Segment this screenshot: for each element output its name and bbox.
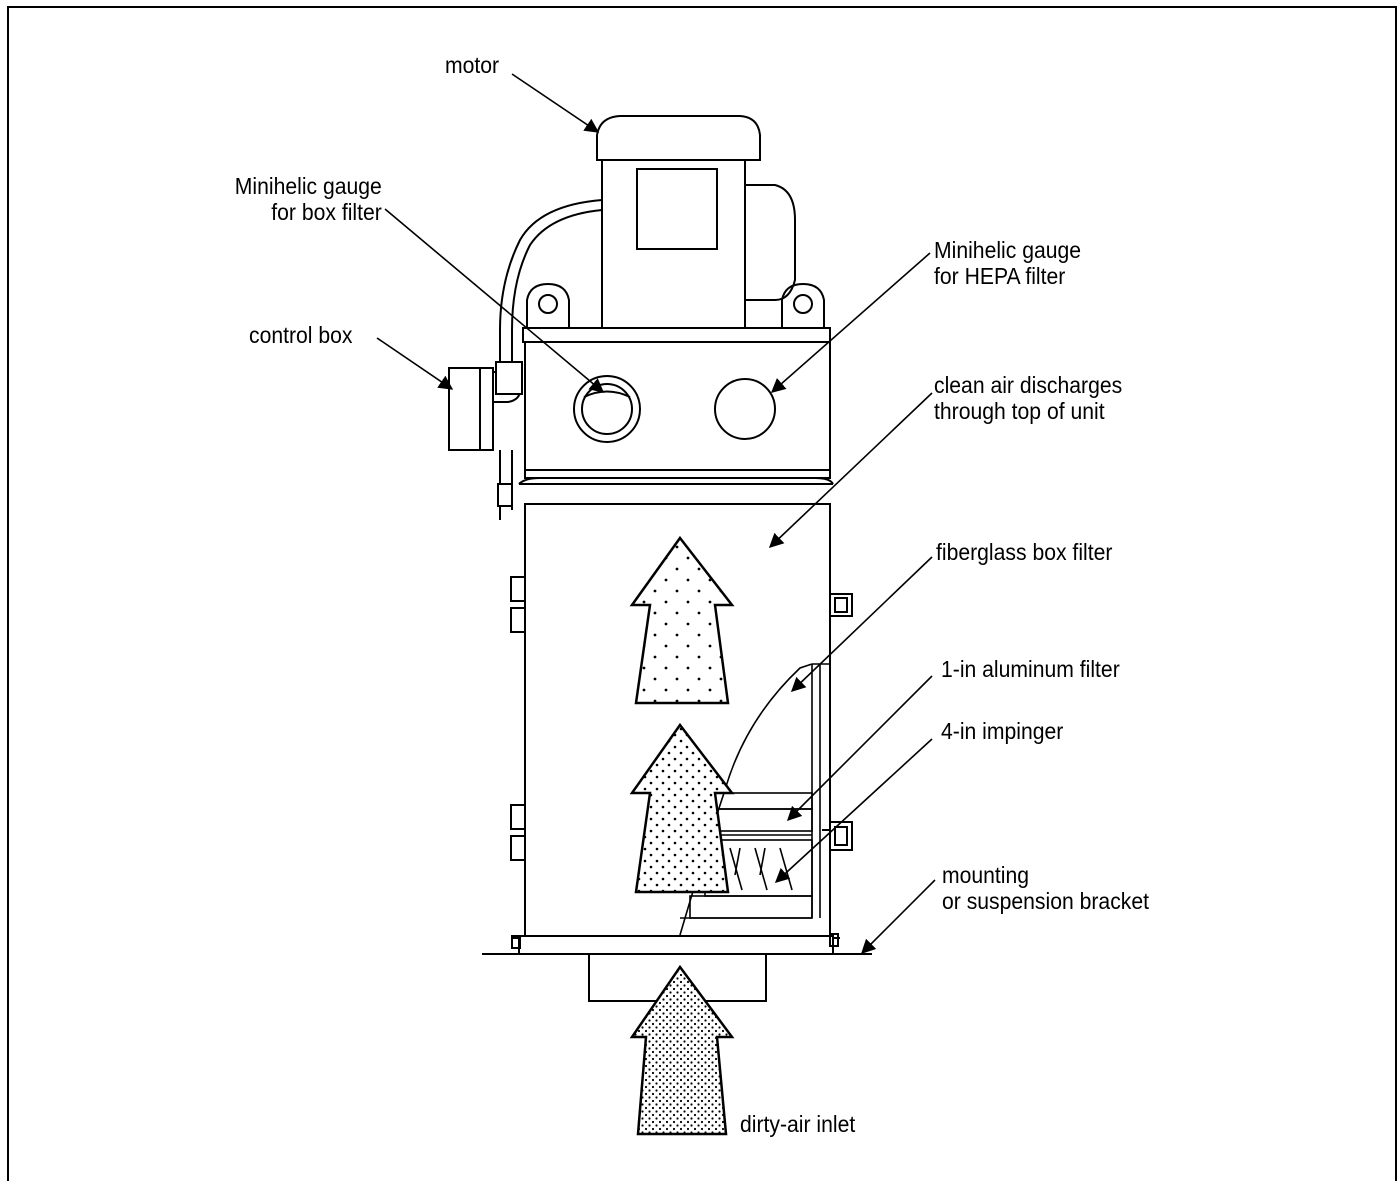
lifting-eye-left xyxy=(526,282,570,328)
leader-control-box xyxy=(376,337,454,390)
leader-gauge-box xyxy=(384,208,605,393)
label-control-box: control box xyxy=(249,322,353,348)
top-housing xyxy=(518,327,834,485)
label-impinger: 4-in impinger xyxy=(941,718,1064,744)
leader-aluminum xyxy=(786,675,933,822)
leader-gauge-hepa xyxy=(770,252,931,393)
gauge-tubing xyxy=(499,199,603,365)
box-filter-gauge xyxy=(573,375,641,443)
leader-motor xyxy=(511,73,600,133)
label-clean-air: clean air discharges through top of unit xyxy=(934,372,1123,424)
label-gauge-hepa-filter: Minihelic gauge for HEPA filter xyxy=(934,237,1082,289)
label-gauge-box-filter: Minihelic gauge for box filter xyxy=(234,173,382,225)
leader-clean-air xyxy=(768,392,933,548)
upper-airflow-arrow xyxy=(629,535,735,705)
lower-airflow-arrow xyxy=(629,964,735,1136)
middle-airflow-arrow xyxy=(629,722,735,894)
label-fiberglass-box-filter: fiberglass box filter xyxy=(936,539,1113,565)
base-and-brackets xyxy=(482,933,872,955)
leader-impinger xyxy=(774,738,933,883)
control-box xyxy=(448,361,523,520)
label-aluminum-filter: 1-in aluminum filter xyxy=(941,656,1120,682)
leader-fiberglass xyxy=(790,556,933,692)
label-motor: motor xyxy=(445,52,500,78)
leader-mounting xyxy=(860,879,936,955)
hepa-filter-gauge xyxy=(714,378,776,440)
lifting-eye-right xyxy=(781,282,825,328)
label-dirty-air-inlet: dirty-air inlet xyxy=(740,1111,856,1137)
motor-body xyxy=(596,115,796,331)
figure-frame xyxy=(7,6,1397,1181)
label-mounting-bracket: mounting or suspension bracket xyxy=(942,862,1150,914)
